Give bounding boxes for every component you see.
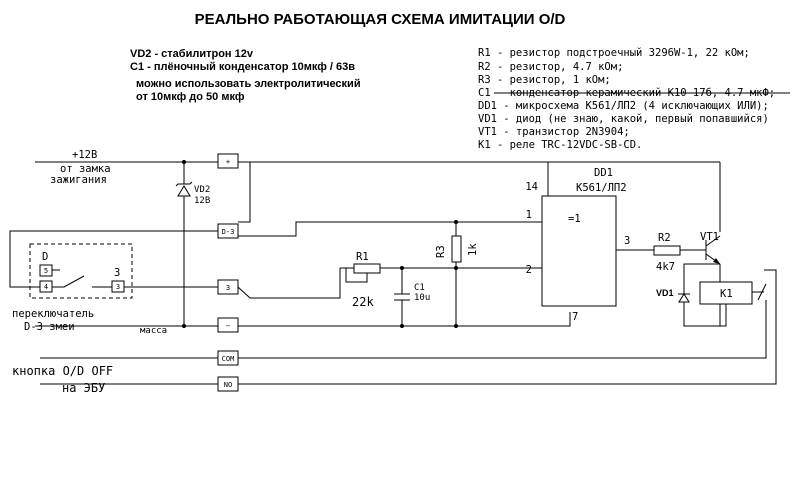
junction-dot: [182, 324, 186, 328]
zener-vd2: [175, 162, 193, 326]
switch-3-label: 3: [114, 267, 120, 279]
dd1-function: =1: [568, 213, 581, 225]
connector-plus: [217, 153, 239, 169]
r3-label: R3: [435, 245, 447, 258]
transistor-vt1: [705, 235, 721, 326]
k1-label: K1: [720, 288, 733, 300]
svg-text:5: 5: [44, 267, 48, 275]
vd2-value: 12В: [194, 196, 210, 206]
resistor-r2: [653, 245, 706, 256]
diode-vd1: [678, 293, 690, 303]
connector3-wire: [237, 268, 341, 299]
ic-dd1: [541, 195, 617, 307]
dd1-type: К561/ЛП2: [576, 182, 627, 194]
c1-value: 10u: [414, 293, 430, 303]
legend-line-5: DD1 - микросхема К561/ЛП2 (4 исключающих…: [478, 100, 769, 112]
r1-label: R1: [356, 251, 369, 263]
pin-3: 3: [624, 235, 630, 247]
connector-d3-label: D-3: [222, 228, 235, 236]
c1-label: C1: [414, 283, 425, 293]
r1-value: 22k: [352, 295, 374, 309]
connector-com-label: COM: [222, 355, 235, 363]
ignition-label-1: от замка: [60, 163, 111, 175]
relay-no-wire: [238, 269, 777, 385]
button-label-2: на ЭБУ: [62, 381, 105, 395]
note-line-3: можно использовать электролитический: [136, 78, 361, 90]
connector-minus-label: −: [226, 322, 230, 330]
vd1-label: VD1: [656, 288, 674, 298]
note-line-2: C1 - плёночный конденсатор 10мкф / 63в: [130, 61, 355, 73]
connector-minus: [217, 317, 239, 333]
legend-line-1: R1 - резистор подстроечный 3296W-1, 22 к…: [478, 47, 750, 59]
switch-label-2: D-3 змеи: [24, 321, 75, 333]
switch-d-label: D: [42, 251, 48, 263]
supply-label: +12В: [72, 149, 97, 161]
input-pin1-wire: [238, 221, 542, 237]
switch-contact: [52, 275, 85, 288]
d3-wire: [9, 230, 218, 288]
pin-7: 7: [572, 311, 578, 323]
vd2-label: VD2: [194, 185, 210, 195]
capacitor-c1: [394, 268, 410, 326]
r2-label: R2: [658, 232, 671, 244]
svg-text:3: 3: [116, 283, 120, 291]
relay-coil-wire: [684, 304, 727, 327]
connector-3-label: 3: [226, 284, 230, 292]
relay-com-wire: [238, 300, 767, 359]
legend-line-3: R3 - резистор, 1 кОм;: [478, 74, 611, 86]
legend-line-8: K1 - реле TRC-12VDC-SB-CD.: [478, 139, 642, 151]
ignition-label-2: зажигания: [50, 174, 107, 186]
switch-label-1: переключатель: [12, 308, 94, 320]
connector-block: + D-3 3 − COM NO: [217, 153, 239, 392]
connector-no-label: NO: [224, 381, 232, 389]
legend-line-6: VD1 - диод (не знаю, какой, первый попав…: [478, 113, 769, 125]
pin-2: 2: [526, 264, 532, 276]
legend-line-2: R2 - резистор, 4.7 кОм;: [478, 61, 623, 73]
pin-1: 1: [526, 209, 532, 221]
ground-to-ic: [238, 312, 571, 327]
connector-plus-label: +: [226, 158, 230, 166]
r2-value: 4k7: [656, 261, 675, 273]
note-line-1: VD2 - стабилитрон 12v: [130, 48, 254, 60]
ground-label: масса: [140, 326, 167, 336]
resistor-r1: [345, 263, 542, 283]
diagram-title: РЕАЛЬНО РАБОТАЮЩАЯ СХЕМА ИМИТАЦИИ O/D: [195, 11, 566, 28]
svg-text:4: 4: [44, 283, 48, 291]
switch-box: [29, 243, 133, 299]
relay-contact: [757, 283, 767, 301]
vt1-label: VT1: [700, 231, 719, 243]
note-line-4: от 10мкф до 50 мкф: [136, 91, 245, 103]
resistor-r3: [451, 222, 462, 326]
dd1-label: DD1: [594, 167, 613, 179]
pin-14: 14: [525, 181, 538, 193]
plus-bridge-wire: [238, 161, 251, 223]
button-label-1: кнопка O/D OFF: [12, 364, 113, 378]
r3-value: 1k: [467, 243, 479, 256]
legend-line-7: VT1 - транзистор 2N3904;: [478, 126, 630, 138]
